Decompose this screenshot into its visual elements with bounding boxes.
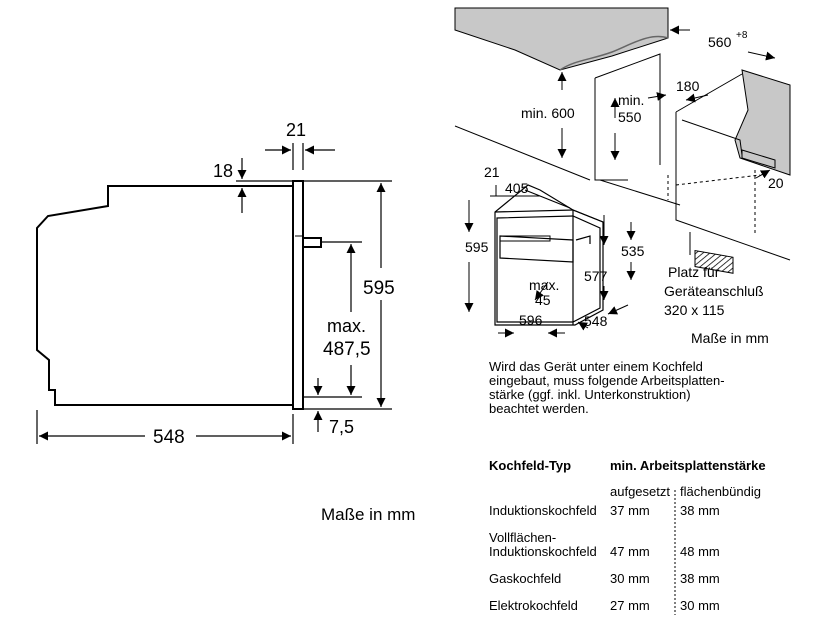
dim-21b-label: 21	[484, 164, 500, 180]
platz-line2: Geräteanschluß	[664, 283, 764, 299]
dim-548b-label: 548	[584, 313, 608, 329]
row-aufgesetzt: 30 mm	[610, 571, 650, 586]
oven-handle	[302, 237, 322, 248]
col-header-type: Kochfeld-Typ	[489, 458, 572, 473]
dim-min550-l1: min.	[618, 92, 644, 108]
oven-side-view	[36, 180, 322, 410]
installation-dimensions	[557, 25, 776, 255]
dim-max45-l1: max.	[529, 277, 559, 293]
dim-595b-label: 595	[465, 239, 489, 255]
dim-595-label: 595	[363, 278, 395, 299]
dim-20-label: 20	[768, 175, 784, 191]
dim-577-label: 577	[584, 268, 608, 284]
dim-560-sup: +8	[736, 30, 748, 41]
subheader-aufgesetzt: aufgesetzt	[610, 484, 670, 499]
row-type: Induktionskochfeld	[489, 503, 597, 518]
dim-min600-label: min. 600	[521, 105, 575, 121]
note-line: beachtet werden.	[489, 401, 589, 416]
col-header-min: min. Arbeitsplattenstärke	[610, 458, 766, 473]
dim-max-label: max.	[327, 316, 366, 336]
oven-front-panel	[292, 180, 304, 410]
subheader-flaechenbuendig: flächenbündig	[680, 484, 761, 499]
platz-line3: 320 x 115	[664, 302, 725, 318]
dim-548-label: 548	[153, 427, 185, 448]
row-type: Elektrokochfeld	[489, 598, 578, 613]
side-dimensions	[36, 143, 392, 444]
dim-180-label: 180	[676, 78, 700, 94]
worktop-note: Wird das Gerät unter einem Kochfeld eing…	[489, 360, 759, 416]
row-aufgesetzt: 27 mm	[610, 598, 650, 613]
row-type-line1: Vollflächen-	[489, 530, 557, 545]
dim-min550-l2: 550	[618, 109, 642, 125]
side-units-label: Maße in mm	[321, 505, 416, 524]
connection-area	[694, 249, 734, 274]
worktop-right	[734, 69, 791, 176]
dim-596-label: 596	[519, 312, 543, 328]
install-units-label: Maße in mm	[691, 330, 769, 346]
oven-perspective-dimensions	[464, 185, 636, 338]
platz-line1: Platz für	[668, 264, 720, 280]
row-aufgesetzt: 47 mm	[610, 544, 650, 559]
installation-view	[454, 7, 791, 274]
dim-405-label: 405	[505, 180, 529, 196]
oven-body-outline	[36, 185, 293, 406]
note-line: Wird das Gerät unter einem Kochfeld	[489, 359, 703, 374]
dim-535-label: 535	[621, 243, 645, 259]
dim-max45-l2: 45	[535, 292, 551, 308]
dim-487-label: 487,5	[323, 339, 371, 360]
note-line: stärke (ggf. inkl. Unterkonstruktion)	[489, 387, 691, 402]
row-flaechen: 48 mm	[680, 544, 720, 559]
dim-560-label: 560	[708, 34, 732, 50]
dim-7-5-label: 7,5	[329, 417, 354, 437]
row-flaechen: 38 mm	[680, 503, 720, 518]
row-flaechen: 30 mm	[680, 598, 720, 613]
dim-21-label: 21	[286, 120, 306, 140]
dim-18-label: 18	[213, 161, 233, 181]
row-type: Induktionskochfeld	[489, 544, 597, 559]
row-aufgesetzt: 37 mm	[610, 503, 650, 518]
oven-perspective	[494, 184, 604, 326]
worktop	[454, 7, 669, 71]
row-flaechen: 38 mm	[680, 571, 720, 586]
note-line: eingebaut, muss folgende Arbeitsplatten-	[489, 373, 725, 388]
row-type: Gaskochfeld	[489, 571, 562, 586]
